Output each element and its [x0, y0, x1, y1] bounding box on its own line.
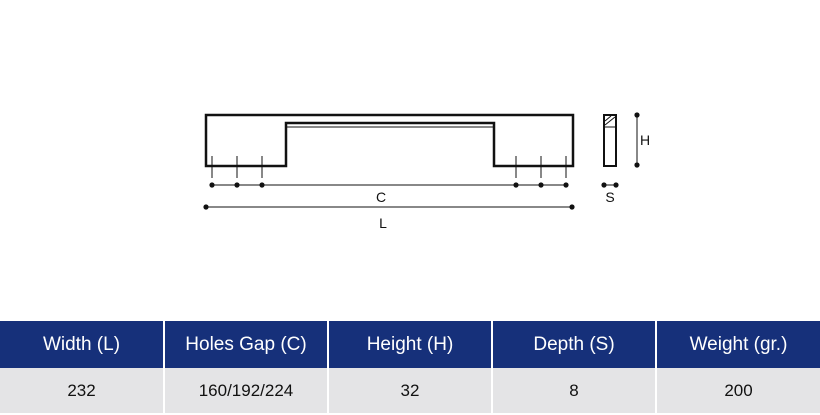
handle-dimension-diagram: C L H S: [203, 112, 650, 231]
dimension-dot: [569, 204, 575, 210]
dimension-dot: [613, 182, 619, 188]
handle-side-view: [603, 114, 617, 167]
dimension-dot: [513, 182, 519, 188]
specification-table: Width (L) Holes Gap (C) Height (H) Depth…: [0, 321, 820, 413]
dimension-dot: [538, 182, 544, 188]
value-height: 32: [328, 368, 493, 413]
header-weight: Weight (gr.): [656, 321, 820, 368]
value-weight: 200: [656, 368, 820, 413]
table-row: 232 160/192/224 32 8 200: [0, 368, 820, 413]
dimension-dot: [563, 182, 569, 188]
dimension-dot: [601, 182, 607, 188]
dimension-dot: [634, 112, 640, 118]
value-depth: 8: [492, 368, 657, 413]
dimension-dot: [209, 182, 215, 188]
height-dimension: H: [634, 112, 650, 168]
header-width: Width (L): [0, 321, 165, 368]
holes-gap-label: C: [376, 189, 386, 205]
table-header-row: Width (L) Holes Gap (C) Height (H) Depth…: [0, 321, 820, 368]
holes-gap-dimension: C: [209, 182, 569, 205]
length-label: L: [379, 215, 387, 231]
header-depth: Depth (S): [492, 321, 657, 368]
header-holes-gap: Holes Gap (C): [164, 321, 329, 368]
handle-front-view: [204, 113, 575, 178]
side-view-section-hatch: [604, 115, 612, 122]
value-holes-gap: 160/192/224: [164, 368, 329, 413]
dimension-dot: [634, 162, 640, 168]
depth-dimension: S: [601, 182, 619, 205]
length-dimension: L: [203, 204, 575, 231]
height-label: H: [640, 132, 650, 148]
side-view-section-hatch: [604, 116, 616, 126]
dimension-dot: [203, 204, 209, 210]
header-height: Height (H): [328, 321, 493, 368]
value-width: 232: [0, 368, 165, 413]
side-view-profile: [603, 114, 617, 167]
dimension-dot: [234, 182, 240, 188]
dimension-dot: [259, 182, 265, 188]
depth-label: S: [605, 189, 614, 205]
handle-outline: [204, 113, 575, 168]
